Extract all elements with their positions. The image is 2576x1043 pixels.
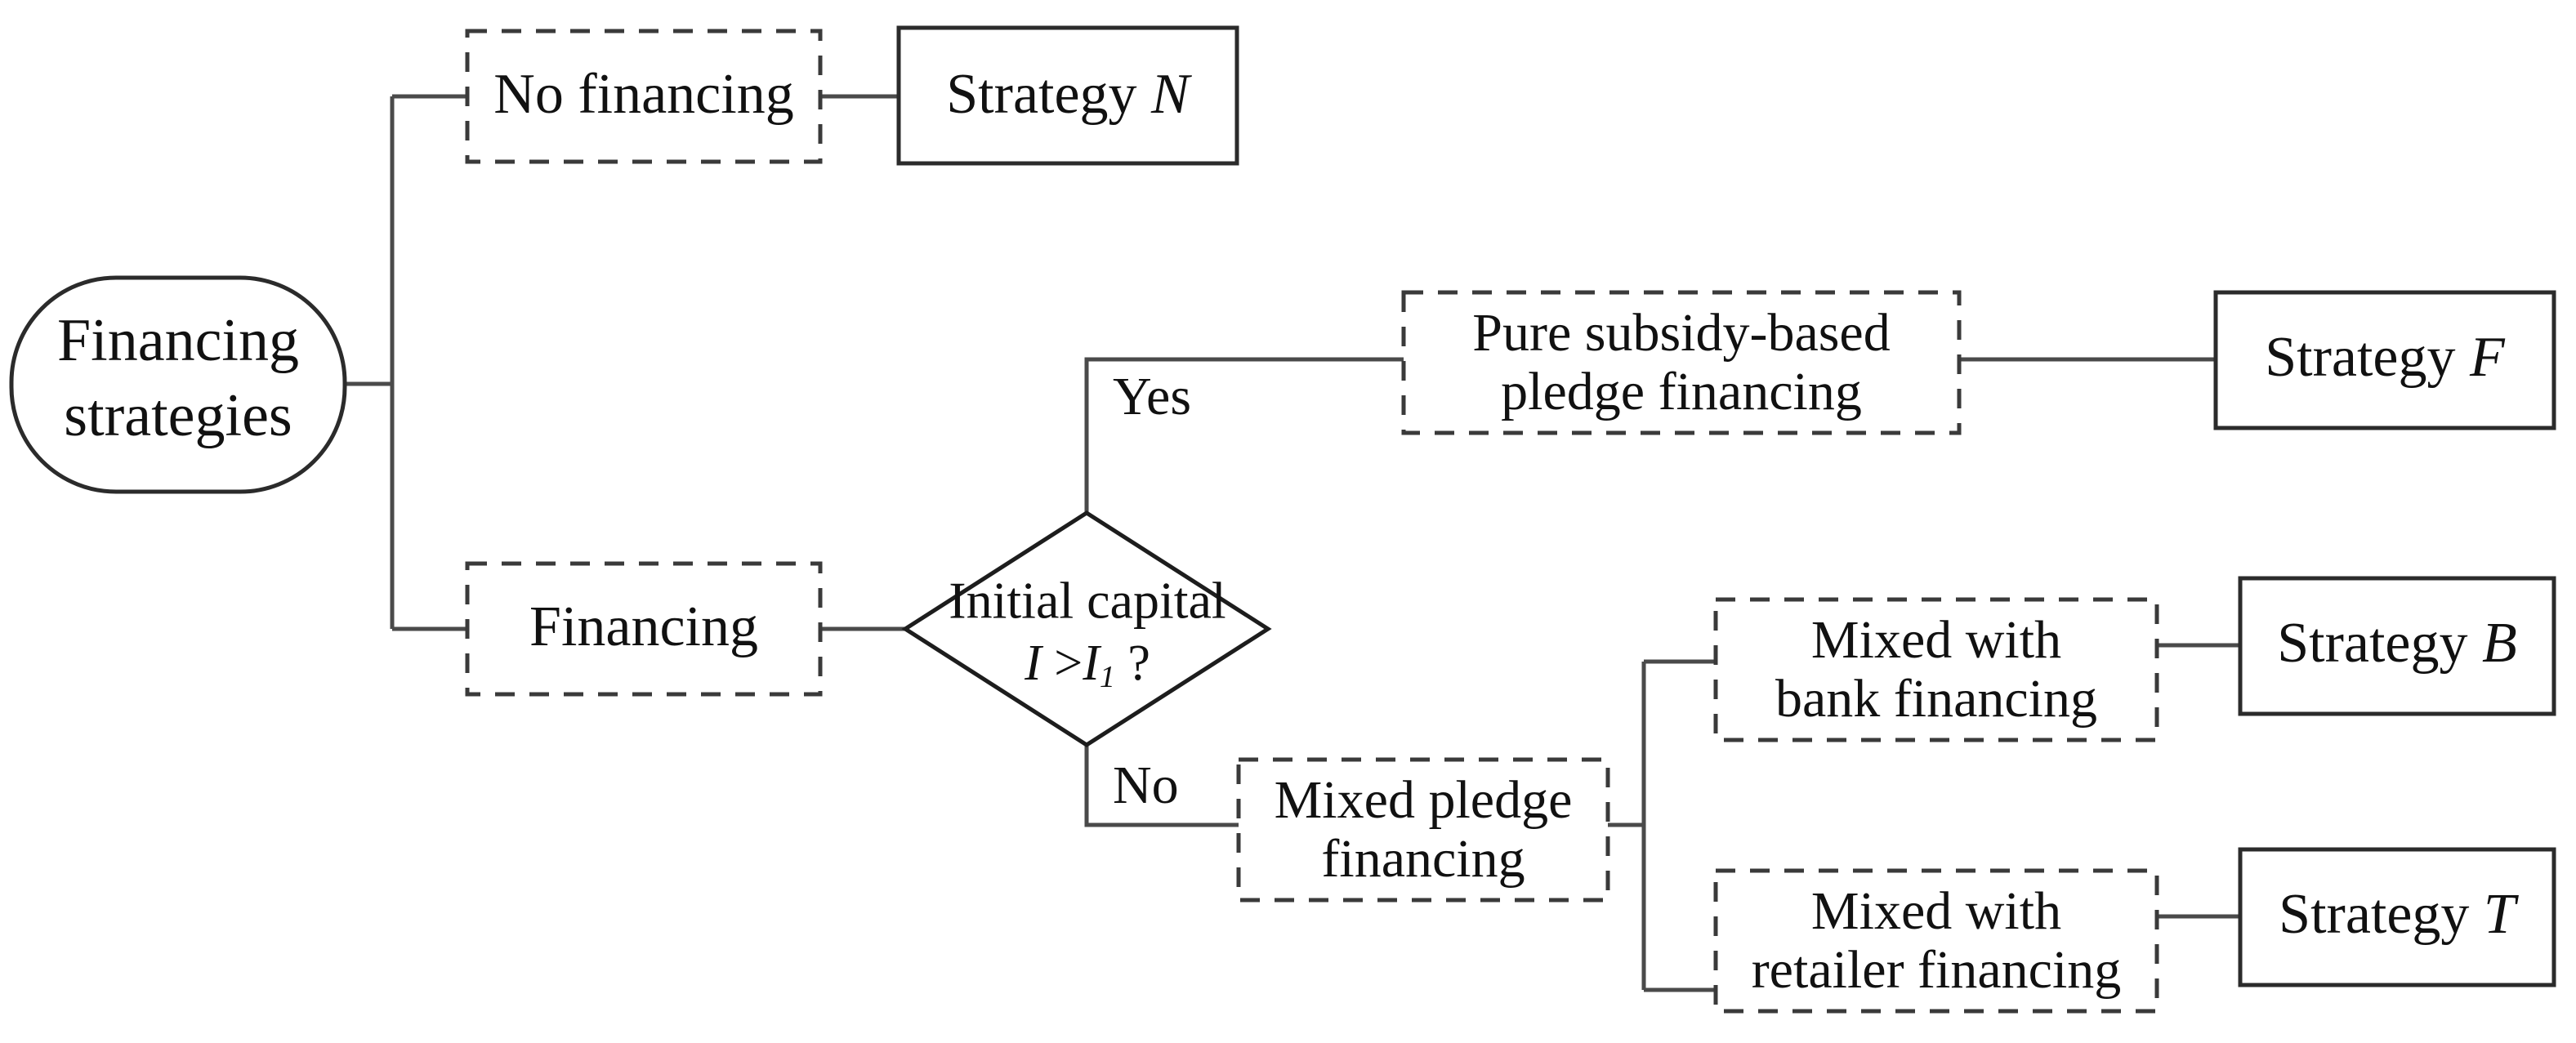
strategy-t-label: Strategy T [2279, 883, 2520, 946]
no-financing-shape [465, 29, 823, 164]
decision-label-line2: I >I1 ? [1024, 635, 1150, 693]
decision-var-i1: I [1082, 635, 1102, 691]
mixed-retailer-shape [1713, 868, 2159, 1014]
financing-strategies-label-line1: Financing [57, 307, 299, 374]
strategy-b-shape [2238, 576, 2556, 716]
strategy-f-label: Strategy F [2265, 326, 2506, 389]
financing-shape [465, 561, 823, 697]
mixed-retailer-label-line1: Mixed with [1811, 881, 2061, 941]
decision-subscript: 1 [1100, 660, 1115, 694]
mixed-pledge-label-line2: financing [1321, 829, 1525, 889]
strategy-n-symbol: N [1150, 63, 1192, 126]
strategy-b-prefix: Strategy [2277, 612, 2482, 675]
strategy-n-label: Strategy N [946, 63, 1192, 126]
node-no-financing[interactable]: No financing [465, 29, 823, 164]
connector-layer [345, 94, 2240, 992]
node-financing-strategies[interactable]: Financing strategies [9, 275, 347, 494]
node-mixed-pledge-financing[interactable]: Mixed pledge financing [1236, 757, 1610, 903]
node-mixed-with-retailer-financing[interactable]: Mixed with retailer financing [1713, 868, 2159, 1014]
pure-subsidy-label-line1: Pure subsidy-based [1472, 303, 1890, 363]
pure-subsidy-shape [1401, 290, 1962, 435]
connector-decision-yes-to-pure-subsidy [1084, 357, 1404, 513]
strategy-n-shape [896, 25, 1239, 166]
node-financing[interactable]: Financing [465, 561, 823, 697]
strategy-n-prefix: Strategy [946, 63, 1151, 126]
node-strategy-b[interactable]: Strategy B [2238, 576, 2556, 716]
mixed-bank-label-line2: bank financing [1775, 669, 2097, 729]
pure-subsidy-label-line2: pledge financing [1501, 362, 1862, 421]
mixed-pledge-shape [1236, 757, 1610, 903]
decision-diamond-shape [901, 510, 1272, 747]
financing-strategies-shape [9, 275, 347, 494]
node-pure-subsidy-pledge-financing[interactable]: Pure subsidy-based pledge financing [1401, 290, 1962, 435]
decision-gt: > [1054, 635, 1083, 691]
strategy-b-label: Strategy B [2277, 612, 2517, 675]
mixed-bank-label-line1: Mixed with [1811, 610, 2061, 670]
no-financing-label: No financing [493, 63, 793, 126]
strategy-f-symbol: F [2469, 326, 2506, 389]
node-strategy-n[interactable]: Strategy N [896, 25, 1239, 166]
node-strategy-t[interactable]: Strategy T [2238, 847, 2556, 987]
strategy-f-prefix: Strategy [2265, 326, 2470, 389]
decision-question: ? [1115, 635, 1150, 691]
node-mixed-with-bank-financing[interactable]: Mixed with bank financing [1713, 597, 2159, 742]
strategy-f-shape [2213, 290, 2556, 430]
edge-label-yes: Yes [1113, 367, 1191, 426]
node-strategy-f[interactable]: Strategy F [2213, 290, 2556, 430]
connector-decision-no-to-mixed-pledge [1084, 745, 1239, 827]
mixed-retailer-label-line2: retailer financing [1752, 940, 2122, 1000]
mixed-bank-shape [1713, 597, 2159, 742]
strategy-t-shape [2238, 847, 2556, 987]
strategy-t-prefix: Strategy [2279, 883, 2484, 946]
decision-var-i: I [1024, 635, 1054, 691]
financing-label: Financing [529, 595, 758, 658]
strategy-b-symbol: B [2482, 612, 2517, 675]
strategy-t-symbol: T [2484, 883, 2520, 946]
decision-label-line1: Initial capital [949, 572, 1225, 630]
edge-label-no: No [1113, 756, 1179, 815]
node-decision-initial-capital[interactable]: Initial capital I >I1 ? [901, 510, 1272, 747]
financing-strategies-label-line2: strategies [64, 382, 292, 449]
mixed-pledge-label-line1: Mixed pledge [1275, 770, 1573, 830]
